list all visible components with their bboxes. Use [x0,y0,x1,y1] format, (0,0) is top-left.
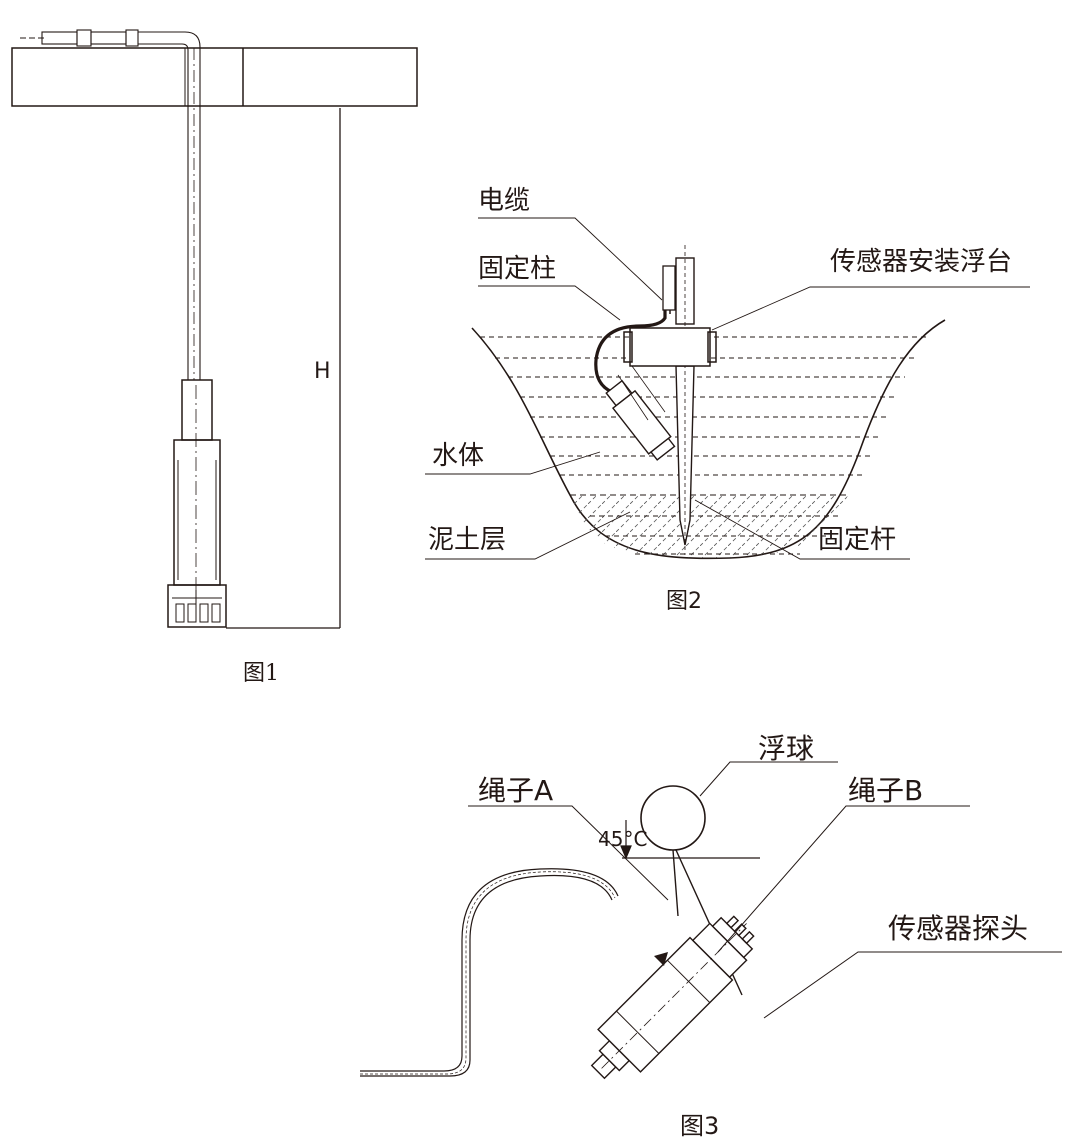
label-rope-b: 绳子B [848,774,923,807]
figure-1-caption: 图1 [243,661,279,686]
label-sensor-probe: 传感器探头 [888,912,1028,945]
angle-dimension [620,820,760,966]
label-cable: 电缆 [478,186,530,216]
sensor-probe-fig1 [167,379,227,628]
mounting-beam [11,47,418,107]
label-float-platform: 传感器安装浮台 [830,247,1012,277]
cable [594,265,676,394]
figure-3 [360,785,760,1080]
sensor-probe-fig3 [590,915,755,1080]
figure-1 [11,29,418,629]
figure-2-caption: 图2 [666,589,702,614]
float-platform [623,327,717,367]
figure-3-leaders [468,761,1062,1019]
label-water-body: 水体 [432,441,484,471]
label-fixing-post: 固定柱 [478,254,556,284]
mud-layer [570,495,848,558]
figure-2-leaders [425,217,1030,560]
label-fixing-rod: 固定杆 [818,525,896,555]
sensor-probe-fig2 [605,379,676,461]
figure-3-caption: 图3 [680,1112,719,1140]
height-label: H [314,359,331,384]
label-float-ball: 浮球 [758,732,814,765]
figure-2 [471,245,946,560]
rope-a [672,849,679,917]
probe-cable [360,868,619,1077]
height-dimension [226,108,341,629]
label-rope-a: 绳子A [478,774,553,807]
label-angle: 45°C [598,827,647,851]
top-connector [20,29,201,380]
float-ball [640,785,706,851]
label-mud-layer: 泥土层 [428,525,506,555]
